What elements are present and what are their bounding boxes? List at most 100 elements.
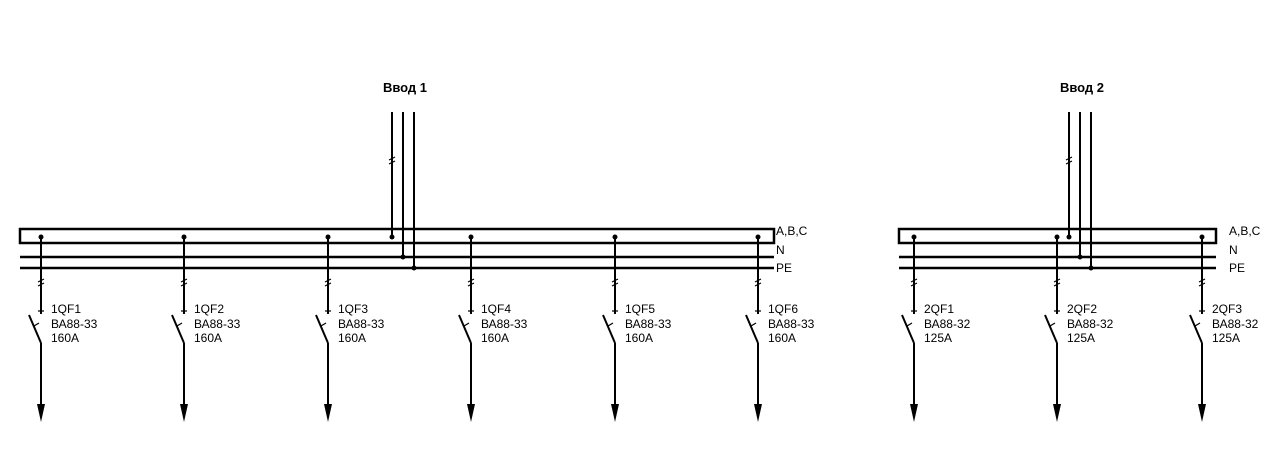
- tick-mark: [1065, 160, 1073, 165]
- tick-mark: [467, 278, 475, 283]
- bus-label-phases: A,B,C: [1229, 224, 1261, 238]
- breaker-id: 1QF6: [768, 302, 798, 316]
- tick-mark: [754, 278, 762, 283]
- tick-mark: [910, 278, 918, 283]
- tick-mark: [324, 278, 332, 283]
- tick-mark: [611, 282, 619, 287]
- breaker-mark: [320, 322, 327, 327]
- breaker-blade: [901, 314, 915, 344]
- breaker-id: 1QF1: [51, 302, 81, 316]
- breaker-id: 1QF4: [481, 302, 511, 316]
- breaker-blade: [745, 314, 759, 344]
- incoming-tick-marks: [388, 156, 396, 165]
- tick-mark: [37, 278, 45, 283]
- tick-mark: [1065, 156, 1073, 161]
- section-title: Ввод 2: [1060, 80, 1104, 95]
- breaker-mark: [1049, 322, 1056, 327]
- breaker-model: ВА88-32: [924, 317, 971, 331]
- junction-dot: [389, 234, 395, 240]
- breaker-rating: 125А: [1212, 331, 1240, 345]
- junction-dot: [1088, 265, 1094, 271]
- breaker-model: ВА88-33: [194, 317, 241, 331]
- junction-dot: [1066, 234, 1072, 240]
- breaker-mark: [176, 322, 183, 327]
- breaker-rating: 160А: [338, 331, 366, 345]
- tick-mark: [1198, 282, 1206, 287]
- breaker-blade: [458, 314, 472, 344]
- section-title: Ввод 1: [383, 80, 427, 95]
- breaker-rating: 125А: [924, 331, 952, 345]
- bus-phases: [18, 227, 776, 245]
- junction-dot: [411, 265, 417, 271]
- arrow-down-icon: [467, 404, 475, 422]
- bus-label-pe: PE: [1229, 261, 1245, 275]
- breaker-rating: 160А: [625, 331, 653, 345]
- tick-mark: [754, 282, 762, 287]
- tick-mark: [388, 160, 396, 165]
- bus-label-phases: A,B,C: [776, 224, 808, 238]
- breaker-id: 1QF5: [625, 302, 655, 316]
- incoming-tick-marks: [1065, 156, 1073, 165]
- junction-dot: [400, 254, 406, 260]
- breaker-id: 1QF2: [194, 302, 224, 316]
- breaker-id: 1QF3: [338, 302, 368, 316]
- arrow-down-icon: [910, 404, 918, 422]
- tick-mark: [1053, 282, 1061, 287]
- tick-mark: [324, 282, 332, 287]
- tick-mark: [467, 282, 475, 287]
- breaker-rating: 160А: [481, 331, 509, 345]
- bus-label-pe: PE: [776, 261, 792, 275]
- breaker-rating: 160А: [194, 331, 222, 345]
- breaker-blade: [315, 314, 329, 344]
- section-input-1: Ввод 1A,B,CNPE1QF1ВА88-33160А1QF2ВА88-33…: [18, 80, 815, 422]
- tick-mark: [1053, 278, 1061, 283]
- breaker-model: ВА88-33: [481, 317, 528, 331]
- arrow-down-icon: [754, 404, 762, 422]
- tick-mark: [180, 278, 188, 283]
- breaker-blade: [28, 314, 42, 344]
- breaker-model: ВА88-32: [1212, 317, 1259, 331]
- breaker-mark: [607, 322, 614, 327]
- tick-mark: [1198, 278, 1206, 283]
- tick-mark: [611, 278, 619, 283]
- breaker-id: 2QF2: [1067, 302, 1097, 316]
- breaker-mark: [33, 322, 40, 327]
- breaker-blade: [171, 314, 185, 344]
- breaker-blade: [1044, 314, 1058, 344]
- breaker-mark: [463, 322, 470, 327]
- breaker-id: 2QF3: [1212, 302, 1242, 316]
- breaker-model: ВА88-33: [338, 317, 385, 331]
- breaker-model: ВА88-33: [768, 317, 815, 331]
- breaker-blade: [1189, 314, 1203, 344]
- tick-mark: [910, 282, 918, 287]
- breaker-mark: [750, 322, 757, 327]
- arrow-down-icon: [611, 404, 619, 422]
- bus-label-neutral: N: [1229, 243, 1238, 257]
- bus-label-neutral: N: [776, 243, 785, 257]
- breaker-mark: [1194, 322, 1201, 327]
- section-input-2: Ввод 2A,B,CNPE2QF1ВА88-32125А2QF2ВА88-32…: [897, 80, 1261, 422]
- breaker-mark: [906, 322, 913, 327]
- breaker-model: ВА88-33: [625, 317, 672, 331]
- junction-dot: [1077, 254, 1083, 260]
- breaker-id: 2QF1: [924, 302, 954, 316]
- breaker-model: ВА88-33: [51, 317, 98, 331]
- arrow-down-icon: [37, 404, 45, 422]
- breaker-rating: 160А: [51, 331, 79, 345]
- tick-mark: [37, 282, 45, 287]
- arrow-down-icon: [1198, 404, 1206, 422]
- tick-mark: [388, 156, 396, 161]
- breaker-blade: [602, 314, 616, 344]
- arrow-down-icon: [324, 404, 332, 422]
- arrow-down-icon: [180, 404, 188, 422]
- tick-mark: [180, 282, 188, 287]
